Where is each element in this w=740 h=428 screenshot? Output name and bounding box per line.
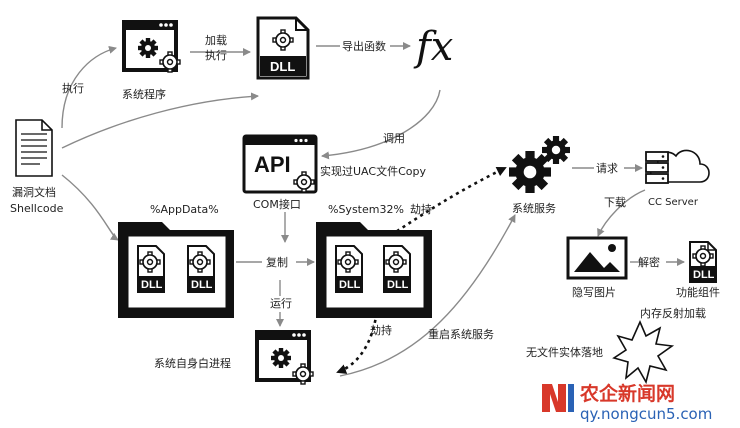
folder-icon-appdata: DLL DLL — [118, 222, 234, 318]
hijack-arrow-bottom — [336, 291, 380, 374]
folder-icon-system32: DLL DLL — [316, 222, 432, 318]
hijack-top-label: 劫持 — [410, 202, 432, 216]
starburst-icon — [612, 320, 675, 385]
exec-label: 执行 — [62, 81, 84, 95]
fx-symbol: fx — [413, 24, 453, 70]
watermark-url: qy.nongcun5.com — [580, 405, 712, 423]
connectors — [61, 42, 685, 377]
dll-file-icon: DLL — [256, 16, 310, 80]
cloud-server-icon — [645, 149, 710, 184]
doc-label-2: Shellcode — [10, 202, 64, 215]
dll-label: DLL — [270, 59, 295, 74]
hijack-arrow-top — [349, 166, 507, 264]
api-window-icon: API — [242, 134, 318, 194]
uac-copy-label: 实现过UAC文件Copy — [320, 164, 426, 178]
load-exec-label-2: 执行 — [205, 48, 227, 62]
copy-label: 复制 — [266, 255, 288, 269]
watermark-brand: 农企新闻网 — [579, 382, 675, 405]
arrow-doc-to-dll — [61, 92, 259, 149]
func-component-label: 功能组件 — [676, 285, 720, 299]
doc-label-1: 漏洞文档 — [12, 185, 56, 199]
document-icon — [15, 119, 53, 177]
sys-service-label: 系统服务 — [512, 202, 556, 215]
gears-icon — [509, 136, 570, 193]
hijack-bottom-label: 劫持 — [370, 323, 392, 337]
stego-image-label: 隐写图片 — [572, 286, 616, 299]
dll-label: DLL — [387, 279, 409, 291]
component-dll-icon: DLL — [689, 241, 717, 283]
white-process-window-icon — [255, 330, 314, 385]
gear-window-icon — [122, 20, 181, 73]
sys-prog-label: 系统程序 — [122, 87, 166, 101]
restart-service-label: 重启系统服务 — [428, 327, 494, 341]
mem-reflect-label: 内存反射加载 — [640, 306, 706, 320]
appdata-label: %AppData% — [150, 203, 219, 216]
com-label: COM接口 — [253, 198, 301, 211]
arrow-restart-service — [339, 214, 516, 377]
load-exec-label-1: 加载 — [205, 34, 227, 47]
request-label: 请求 — [596, 162, 618, 175]
cc-server-label: CC Server — [648, 197, 699, 208]
export-fn-label: 导出函数 — [342, 39, 386, 53]
dll-label: DLL — [191, 279, 213, 291]
image-icon — [566, 236, 628, 280]
fileless-label: 无文件实体落地 — [526, 345, 603, 359]
self-white-proc-label: 系统自身白进程 — [154, 356, 231, 370]
call-label: 调用 — [383, 132, 405, 145]
arrow-exec-to-sysprog — [61, 45, 117, 129]
run-label: 运行 — [270, 297, 292, 310]
watermark-logo — [542, 384, 574, 412]
arrow-call — [321, 89, 441, 160]
arrow-doc-to-appdata — [61, 174, 119, 241]
dll-label: DLL — [141, 279, 163, 291]
dll-label: DLL — [339, 279, 361, 291]
dll-label: DLL — [693, 269, 715, 281]
api-text: API — [254, 152, 291, 177]
decrypt-label: 解密 — [638, 255, 660, 269]
download-label: 下载 — [604, 196, 626, 209]
arrow-download — [597, 189, 646, 237]
system32-label: %System32% — [328, 203, 404, 216]
